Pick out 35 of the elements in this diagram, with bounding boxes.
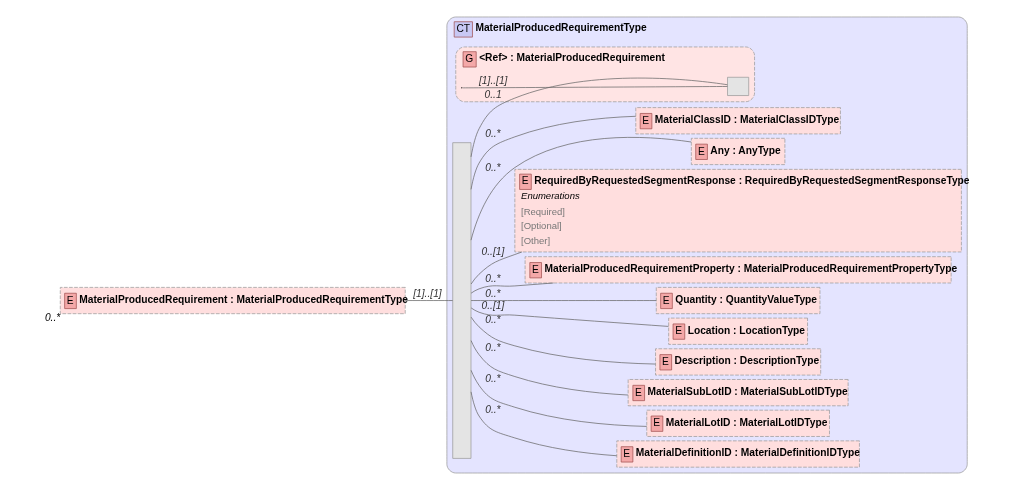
edge-label: 0..*	[484, 273, 501, 285]
edge-label: [1]..[1]	[412, 288, 442, 300]
edge-label: 0..*	[484, 372, 501, 384]
connector	[470, 391, 617, 457]
edge-label: [1]..[1]	[478, 75, 507, 87]
connector	[470, 340, 628, 396]
edge-label: 0..*	[484, 127, 501, 139]
node-box: E Description : DescriptionType	[654, 348, 821, 376]
node-box: E MaterialClassID : MaterialClassIDType	[634, 107, 841, 135]
node-box: E MaterialLotID : MaterialLotIDType	[645, 409, 830, 437]
edge-label: 0..*	[484, 403, 501, 415]
node-box: E Any : AnyType	[690, 137, 785, 165]
node-box	[726, 76, 749, 96]
edge-label: 0..[1]	[481, 245, 504, 257]
node-box: E Quantity : QuantityValueType	[655, 287, 820, 315]
connector	[470, 282, 554, 294]
node-bar	[451, 142, 471, 459]
node-box: E MaterialSubLotID : MaterialSubLotIDType	[627, 379, 848, 407]
connector	[470, 251, 522, 285]
connector	[470, 300, 657, 301]
connector	[461, 86, 728, 89]
edge-label: 0..1	[484, 89, 502, 101]
edge-label: 0..*	[484, 342, 501, 354]
edge-label: 0..*	[484, 162, 501, 174]
connector	[470, 307, 669, 327]
node-label: 0..*	[44, 312, 60, 324]
edge-label: 0..*	[484, 288, 501, 300]
connector	[470, 316, 656, 365]
node-box: E MaterialProducedRequirement : MaterialProducedRequirementType	[59, 287, 406, 315]
connector	[470, 137, 691, 241]
connector	[404, 300, 453, 301]
edge-label: 0..[1]	[481, 299, 504, 311]
node-box: E MaterialDefinitionID : MaterialDefinitionIDType	[615, 440, 860, 468]
edge-label: 0..*	[484, 314, 501, 326]
node-box: E Location : LocationType	[667, 317, 808, 345]
